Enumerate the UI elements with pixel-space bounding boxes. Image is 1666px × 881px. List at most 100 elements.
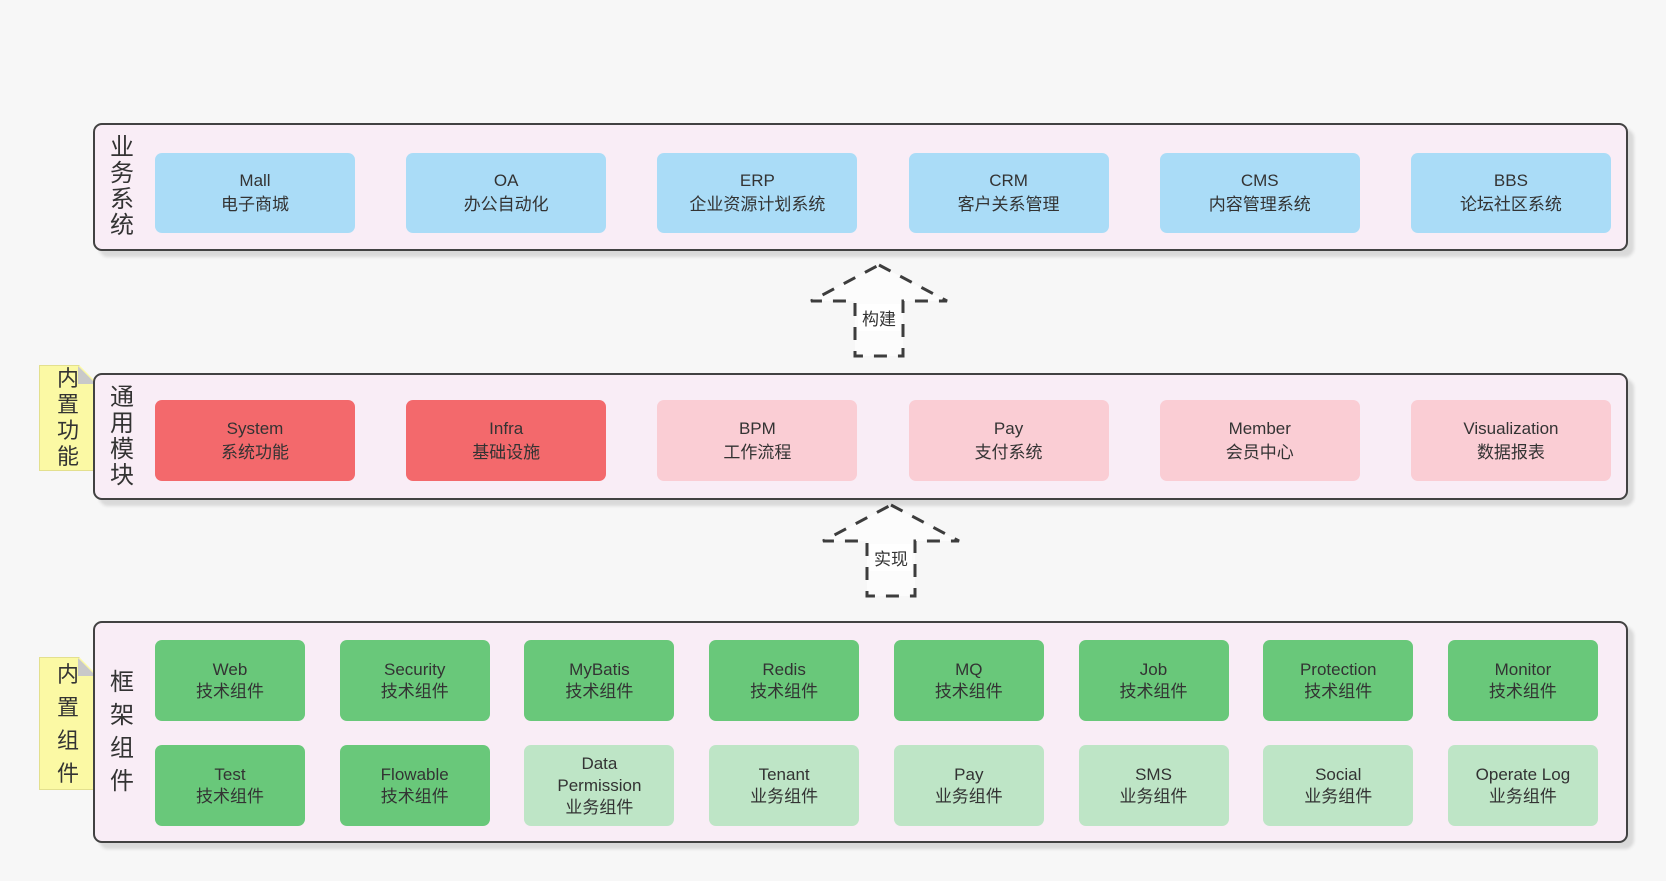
box-subtitle: 基础设施 (472, 442, 541, 462)
box-title: OA (493, 171, 519, 190)
box-title: Social (1315, 764, 1362, 784)
note-label: 内置功能 (56, 366, 79, 469)
box-title: Infra (489, 418, 524, 438)
box-subtitle: 技术组件 (196, 681, 264, 701)
box-title: Flowable (380, 764, 449, 784)
box-title: Security (383, 659, 446, 679)
box-title: CRM (989, 171, 1028, 190)
box-subtitle: 内容管理系统 (1208, 195, 1311, 214)
section-label: 通用模块 (110, 383, 134, 489)
note-label: 内置组件 (56, 661, 79, 786)
box-cms: CMS 内容管理系统 (1159, 153, 1360, 233)
box-subtitle: 技术组件 (196, 786, 264, 806)
box-crm: CRM 客户关系管理 (908, 153, 1109, 233)
up-arrow-build-icon: 构建 (808, 262, 950, 359)
box-subtitle: 支付系统 (974, 442, 1043, 462)
box-title: Tenant (758, 764, 810, 784)
box-subtitle: 业务组件 (934, 786, 1003, 806)
box-title: Pay (954, 764, 984, 784)
box-subtitle: 技术组件 (380, 786, 449, 806)
box-subtitle: 会员中心 (1225, 442, 1294, 462)
box-oa: OA 办公自动化 (406, 153, 607, 233)
box-title: BBS (1493, 171, 1528, 190)
box-subtitle: 系统功能 (221, 442, 289, 462)
box-mybatis: MyBatis 技术组件 (524, 640, 675, 721)
box-title: Monitor (1494, 659, 1552, 679)
box-title: ERP (739, 171, 775, 190)
box-subtitle: 电子商城 (221, 195, 289, 214)
box-subtitle: 办公自动化 (463, 195, 549, 214)
box-title: BPM (738, 418, 776, 438)
box-subtitle: 业务组件 (1304, 786, 1373, 806)
box-tenant: Tenant 业务组件 (709, 745, 860, 826)
box-title: System (226, 418, 284, 438)
box-title: Redis (762, 659, 806, 679)
box-subtitle: 技术组件 (750, 681, 819, 701)
box-flowable: Flowable 技术组件 (339, 745, 490, 826)
box-protection: Protection 技术组件 (1263, 640, 1414, 721)
box-infra: Infra 基础设施 (406, 400, 607, 481)
box-sms: SMS 业务组件 (1078, 745, 1229, 826)
box-row: System 系统功能 Infra 基础设施 BPM 工作流程 Pay 支付系统… (155, 400, 1611, 481)
box-social: Social 业务组件 (1263, 745, 1414, 826)
sticky-note-built-in-features: 内置功能 (39, 365, 97, 471)
box-subtitle: 技术组件 (565, 681, 634, 701)
box-title: Job (1139, 659, 1168, 679)
box-mq: MQ 技术组件 (893, 640, 1044, 721)
box-subtitle: 技术组件 (380, 681, 449, 701)
box-bpm: BPM 工作流程 (657, 400, 858, 481)
box-title: Visualization (1463, 418, 1559, 438)
box-row: Web 技术组件 Security 技术组件 MyBatis 技术组件 Redi… (155, 640, 1598, 721)
box-operate-log: Operate Log 业务组件 (1447, 745, 1598, 826)
box-subtitle: 业务组件 (1488, 786, 1557, 806)
section-label: 框架组件 (110, 669, 134, 795)
box-row: Test 技术组件 Flowable 技术组件 Data Permission … (155, 745, 1598, 826)
box-data-permission: Data Permission 业务组件 (524, 745, 675, 826)
box-title: Member (1228, 418, 1291, 438)
box-visualization: Visualization 数据报表 (1410, 400, 1611, 481)
box-subtitle: 业务组件 (565, 797, 634, 817)
box-pay-component: Pay 业务组件 (893, 745, 1044, 826)
box-web: Web 技术组件 (155, 640, 305, 721)
box-title: Test (214, 764, 246, 784)
box-job: Job 技术组件 (1078, 640, 1229, 721)
section-label: 业务系统 (110, 134, 134, 239)
box-subtitle: 技术组件 (934, 681, 1003, 701)
box-monitor: Monitor 技术组件 (1447, 640, 1598, 721)
box-subtitle: 技术组件 (1488, 681, 1557, 701)
up-arrow-implement-icon: 实现 (820, 502, 962, 599)
box-security: Security 技术组件 (339, 640, 490, 721)
arrow-label: 构建 (858, 304, 900, 331)
box-member: Member 会员中心 (1159, 400, 1360, 481)
box-subtitle: 业务组件 (1119, 786, 1188, 806)
box-erp: ERP 企业资源计划系统 (657, 153, 858, 233)
box-subtitle: 企业资源计划系统 (689, 195, 826, 214)
box-title: Mall (239, 171, 271, 190)
box-title: MyBatis (569, 659, 630, 679)
sticky-note-built-in-components: 内置组件 (39, 657, 97, 790)
box-subtitle: 技术组件 (1304, 681, 1373, 701)
box-subtitle: 工作流程 (723, 442, 792, 462)
arrow-label: 实现 (870, 544, 912, 571)
box-redis: Redis 技术组件 (709, 640, 860, 721)
box-subtitle: 客户关系管理 (957, 195, 1060, 214)
box-title: CMS (1240, 171, 1279, 190)
box-subtitle: 业务组件 (750, 786, 819, 806)
box-title: Pay (993, 418, 1024, 438)
box-pay-system: Pay 支付系统 (908, 400, 1109, 481)
box-title: Web (212, 659, 248, 679)
box-title: SMS (1135, 764, 1172, 784)
box-system: System 系统功能 (155, 400, 355, 481)
box-title: Protection (1299, 659, 1377, 679)
box-title: Operate Log (1475, 764, 1571, 784)
box-title: Data Permission (557, 753, 642, 795)
box-title: MQ (955, 659, 983, 679)
box-mall: Mall 电子商城 (155, 153, 355, 233)
box-test: Test 技术组件 (155, 745, 305, 826)
box-subtitle: 技术组件 (1119, 681, 1188, 701)
box-subtitle: 数据报表 (1476, 442, 1545, 462)
section-business-systems: 业务系统 Mall 电子商城 OA 办公自动化 ERP 企业资源计划系统 CRM… (93, 123, 1628, 251)
section-common-modules: 通用模块 System 系统功能 Infra 基础设施 BPM 工作流程 Pay… (93, 373, 1628, 500)
box-bbs: BBS 论坛社区系统 (1410, 153, 1611, 233)
section-framework-components: 框架组件 Web 技术组件 Security 技术组件 MyBatis 技术组件… (93, 621, 1628, 843)
